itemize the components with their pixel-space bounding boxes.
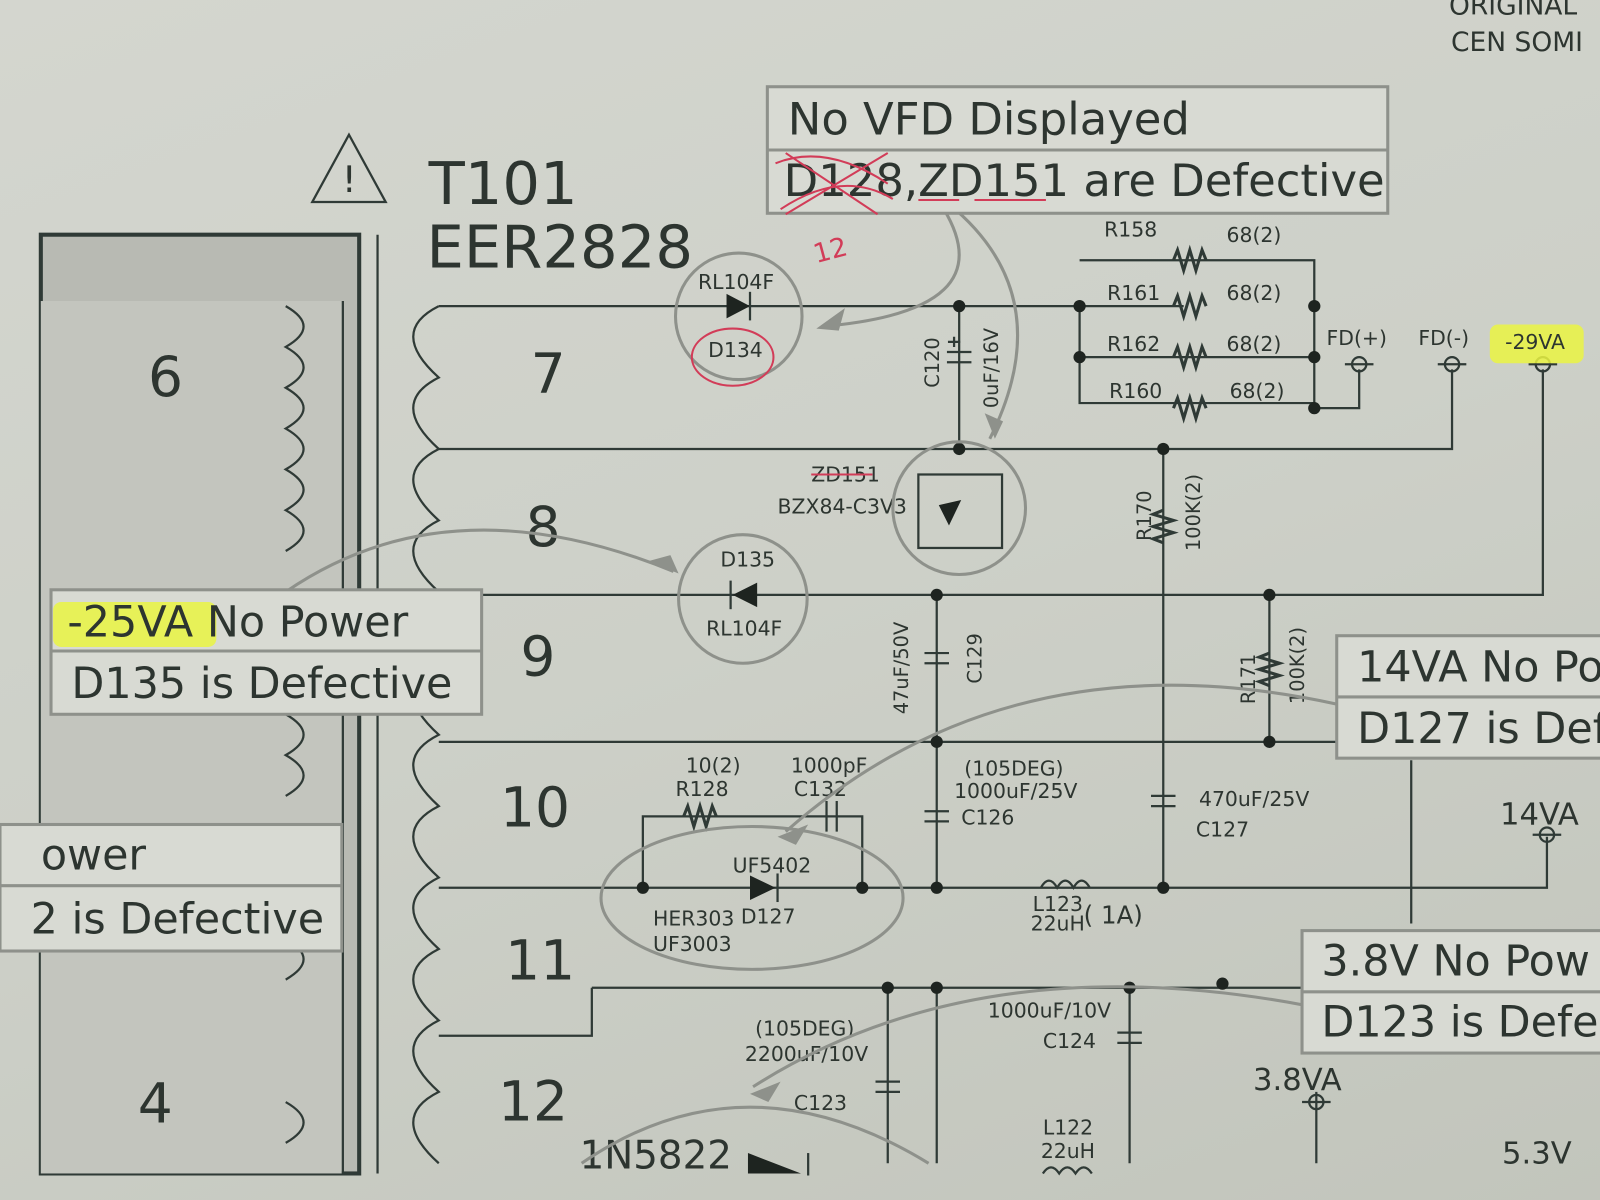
r158-val: 68(2) <box>1227 223 1282 247</box>
c123-note: (105DEG) <box>755 1017 854 1041</box>
diode-symbols <box>726 291 810 1176</box>
callout-25va-highlight: -25VA <box>67 598 193 648</box>
highlight-29va <box>1489 324 1584 364</box>
terminal-symbols <box>1302 356 1562 1111</box>
r158-ref: R158 <box>1104 218 1157 242</box>
callout-left: ower 2 is Defective <box>0 822 344 953</box>
callout-3-8v-line2: D123 is Defe <box>1321 998 1598 1048</box>
r161-ref: R161 <box>1107 281 1160 305</box>
callout-25va: -25VA No Power D135 is Defective <box>49 588 484 716</box>
pin-10: 10 <box>500 776 570 840</box>
r171-ref: R171 <box>1237 654 1260 704</box>
arrowheads <box>647 308 1004 1103</box>
handwritten-note: 12 <box>810 231 851 270</box>
c126-note: (105DEG) <box>964 757 1063 781</box>
r170-ref: R170 <box>1133 490 1156 540</box>
transformer-part: EER2828 <box>427 212 693 281</box>
r128-val: 10(2) <box>686 753 741 777</box>
r162-val: 68(2) <box>1227 332 1282 356</box>
l123-val: 22uH <box>1031 912 1085 936</box>
l122-val: 22uH <box>1041 1139 1095 1163</box>
callout-25va-rest: No Power <box>193 598 408 648</box>
c120-val: 0uF/16V <box>980 327 1003 408</box>
pin-6: 6 <box>148 345 183 409</box>
terminal-fd-plus: FD(+) <box>1327 326 1387 350</box>
r160-ref: R160 <box>1109 379 1162 403</box>
c129-ref: C129 <box>964 633 987 684</box>
corner-text-2: CEN SOMI <box>1451 27 1583 58</box>
c126-val: 1000uF/25V <box>954 779 1077 803</box>
c123-val: 2200uF/10V <box>745 1042 868 1066</box>
callout-vfd: No VFD Displayed D128,ZD151 are Defectiv… <box>765 85 1390 215</box>
warning-triangle-icon: ! <box>310 132 388 204</box>
l122-ref: L122 <box>1043 1116 1093 1140</box>
callout-25va-line2: D135 is Defective <box>71 659 452 709</box>
terminal-5-3v: 5.3V <box>1502 1136 1572 1171</box>
svg-text:-25VA No Power: -25VA No Power <box>67 598 408 648</box>
zd151-type: BZX84-C3V3 <box>778 494 907 518</box>
c120-ref: C120 <box>921 337 944 388</box>
c124-ref: C124 <box>1043 1029 1096 1053</box>
c124-val: 1000uF/10V <box>988 998 1111 1022</box>
d127-alt2: UF3003 <box>653 932 732 956</box>
d127-alt1: HER303 <box>653 907 734 931</box>
primary-winding <box>283 305 305 1144</box>
terminal-fd-minus: FD(-) <box>1418 326 1469 350</box>
d135-type: RL104F <box>706 617 782 641</box>
c129-val: 47uF/50V <box>890 621 913 714</box>
l123-current: ( 1A) <box>1084 900 1143 929</box>
r128-ref: R128 <box>676 777 729 801</box>
callout-3-8v: 3.8V No Pow D123 is Defe <box>1300 929 1600 1055</box>
pin-4: 4 <box>138 1071 173 1135</box>
callout-left-line1: ower <box>41 830 147 880</box>
zener-package <box>917 473 1004 550</box>
d123-type: 1N5822 <box>580 1133 732 1178</box>
d127-type: UF5402 <box>733 853 812 877</box>
terminal-29va: -29VA <box>1505 330 1565 354</box>
r160-val: 68(2) <box>1230 379 1285 403</box>
zener-symbol <box>938 500 962 526</box>
callout-3-8v-line1: 3.8V No Pow <box>1321 937 1590 987</box>
d134-type: RL104F <box>698 270 774 294</box>
svg-text:!: ! <box>342 158 357 201</box>
callout-left-line2: 2 is Defective <box>31 895 324 945</box>
resistor-symbols <box>682 244 1285 832</box>
r162-ref: R162 <box>1107 332 1160 356</box>
corner-text-1: ORIGINAL <box>1449 0 1577 21</box>
callout-14va-line1: 14VA No Po <box>1357 643 1600 693</box>
terminal-14va: 14VA <box>1500 797 1579 832</box>
inductor-l122 <box>1041 1166 1093 1176</box>
r171-val: 100K(2) <box>1286 627 1309 704</box>
l123-ref: L123 <box>1033 892 1083 916</box>
c132-val: 1000pF <box>791 753 868 777</box>
pin-8: 8 <box>526 495 561 559</box>
d135-ref: D135 <box>720 547 775 571</box>
capacitor-symbols <box>825 336 1176 1093</box>
r161-val: 68(2) <box>1227 281 1282 305</box>
junction-dots <box>636 300 1321 994</box>
transformer-ref: T101 <box>428 149 578 218</box>
c127-ref: C127 <box>1196 818 1249 842</box>
c126-ref: C126 <box>961 805 1014 829</box>
pin-11: 11 <box>505 929 575 993</box>
d127-ref: D127 <box>741 904 796 928</box>
red-pen-marks <box>690 152 1046 476</box>
callout-14va-line2: D127 is Def <box>1357 704 1600 754</box>
annotation-marks <box>284 202 1338 1165</box>
pin-7: 7 <box>531 342 566 406</box>
callout-14va: 14VA No Po D127 is Def <box>1335 634 1600 760</box>
inductor-l123 <box>1039 879 1091 891</box>
r170-val: 100K(2) <box>1182 474 1205 551</box>
pin-9: 9 <box>520 625 555 689</box>
c127-val: 470uF/25V <box>1199 787 1309 811</box>
callout-vfd-line1: No VFD Displayed <box>788 93 1190 146</box>
pin-12: 12 <box>498 1069 568 1133</box>
secondary-winding <box>412 305 441 1165</box>
terminal-3-8va: 3.8VA <box>1253 1063 1342 1098</box>
d134-ref: D134 <box>708 338 763 362</box>
